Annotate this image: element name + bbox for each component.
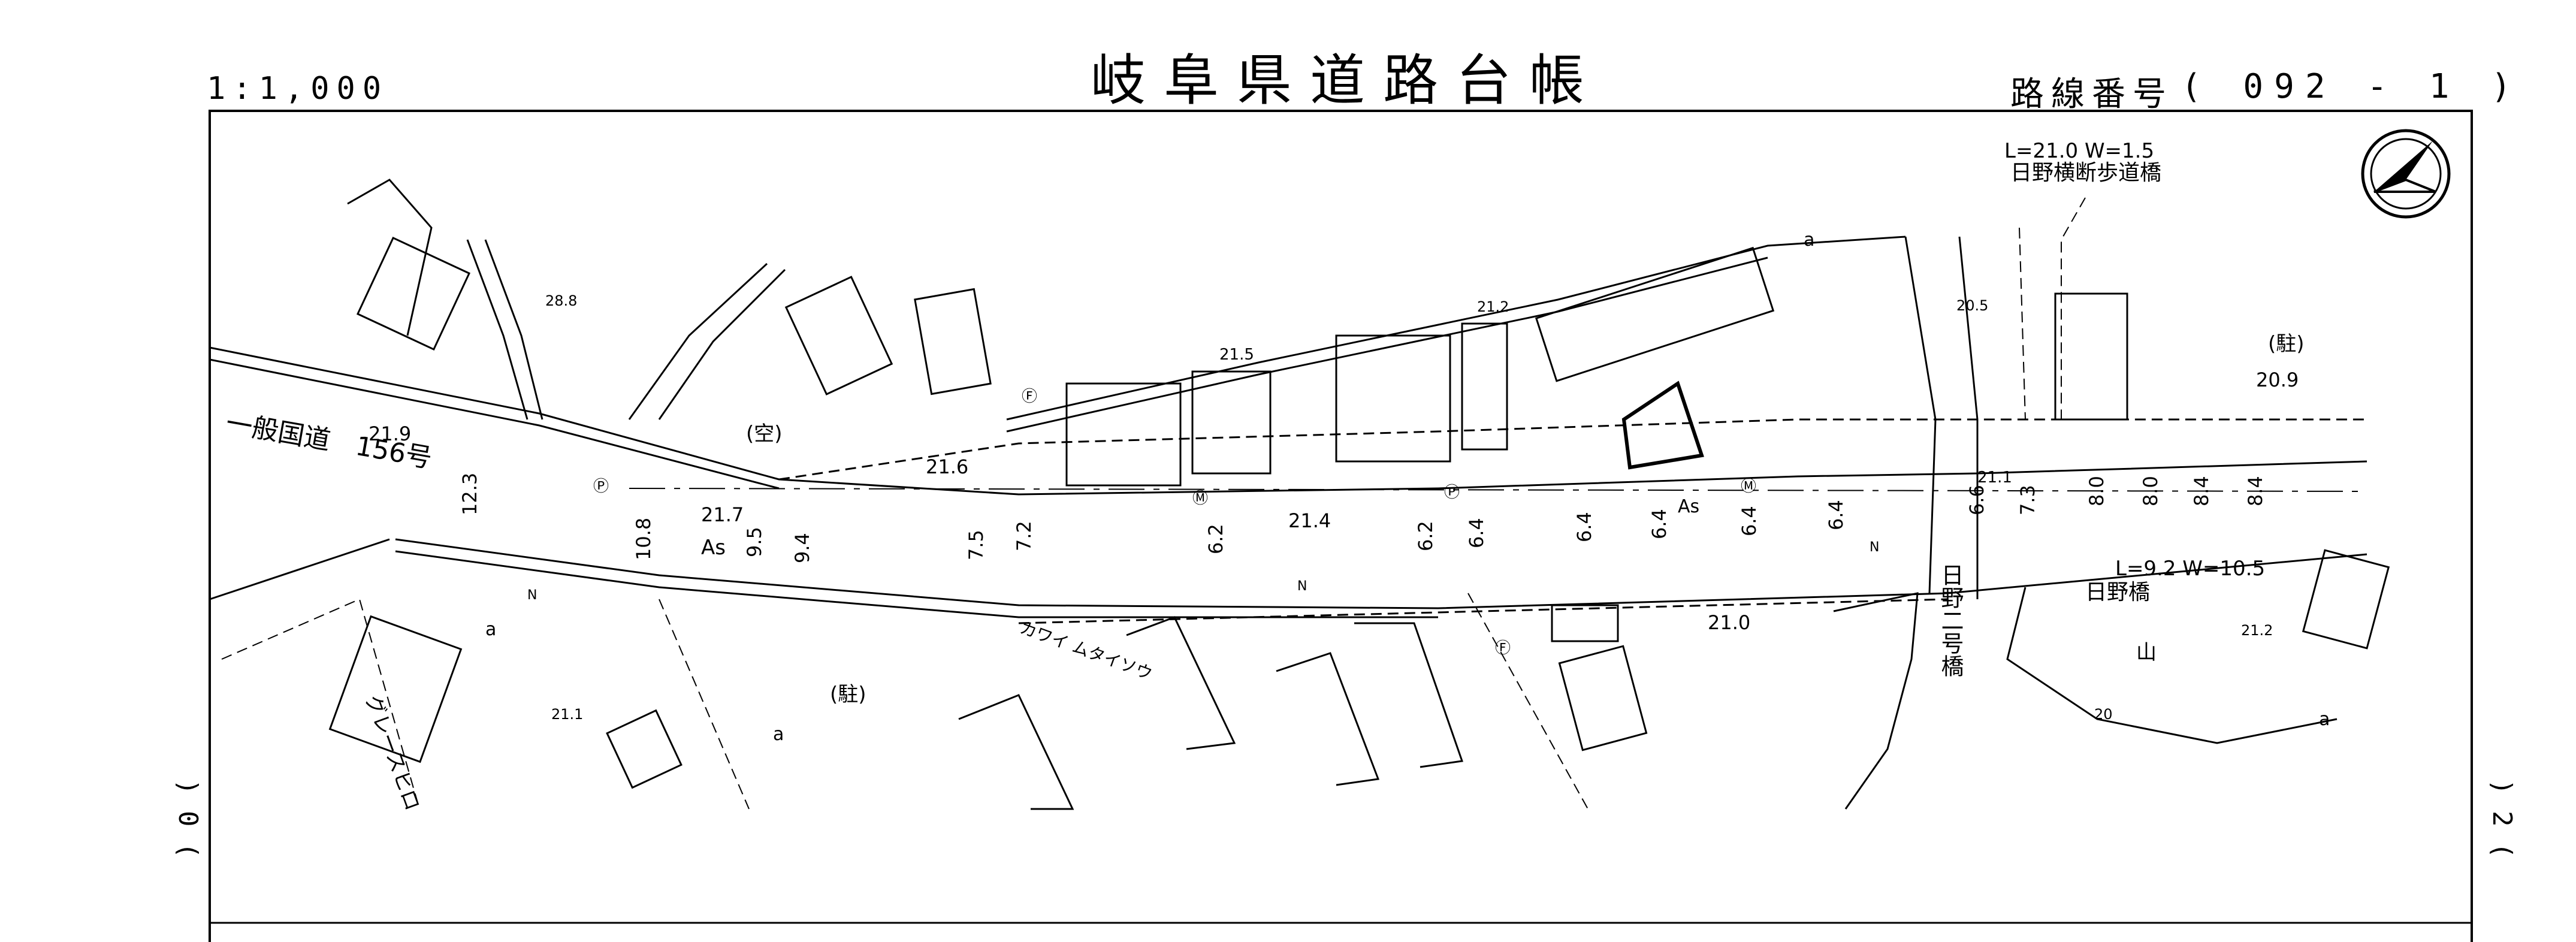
width-label: 8.4 <box>2244 476 2267 506</box>
marker-n: N <box>1297 579 1307 594</box>
width-label: 6.4 <box>1573 512 1596 542</box>
building-grace-label: グレースヒロ <box>361 692 425 814</box>
elevation-label: 21.5 <box>1219 346 1254 364</box>
elevation-labels: 28.8 21.9 21.6 21.5 21.2 20.5 20.9 21.7 … <box>369 292 2299 723</box>
elevation-label: 21.2 <box>1477 298 1509 315</box>
elevation-label: 20.9 <box>2256 369 2299 391</box>
width-labels: 12.3 10.8 9.5 9.4 7.5 7.2 6.2 6.2 6.4 6.… <box>458 473 2267 563</box>
bridge-top-name: 日野横断歩道橋 <box>2010 161 2161 185</box>
width-label: 10.8 <box>632 518 655 560</box>
width-label: 8.4 <box>2190 476 2213 506</box>
elevation-label: 21.1 <box>551 706 583 723</box>
buildings <box>328 236 2390 789</box>
route-number-label: 路線番号 <box>2010 75 2173 114</box>
marker-a: a <box>1804 230 1814 250</box>
marker-f: Ⓕ <box>1495 639 1511 657</box>
upper-branch-road <box>1006 236 1979 599</box>
mountain-label: 山 <box>2136 641 2157 665</box>
sheet-marker-right: ) 2 ( <box>2487 779 2517 859</box>
marker-f: Ⓕ <box>1022 388 1037 406</box>
marker-p: Ⓟ <box>1444 484 1460 502</box>
width-label: 6.4 <box>1465 518 1488 548</box>
bridge-vertical-name: 日野二号橋 <box>1937 563 1964 677</box>
main-road <box>209 346 2367 624</box>
width-label: 12.3 <box>458 473 481 515</box>
vacant-label: (空) <box>746 422 783 446</box>
width-label: 7.3 <box>2016 485 2039 515</box>
lot-lines <box>221 197 2086 810</box>
route-number-value: ( 092 - 1 ) <box>2181 67 2522 106</box>
map-scale: 1:1,000 <box>207 71 389 107</box>
width-label: 9.5 <box>743 527 766 557</box>
map-frame <box>209 110 2473 942</box>
surface-label-right: As <box>1678 496 1699 517</box>
elevation-label: 21.7 <box>701 503 744 526</box>
marker-p: Ⓟ <box>593 478 609 496</box>
elevation-label: 21.4 <box>1288 509 1331 532</box>
width-label: 6.6 <box>1965 485 1988 515</box>
bridge-top-dims: L=21.0 W=1.5 <box>2004 139 2154 163</box>
width-label: 8.0 <box>2139 476 2162 506</box>
elevation-label: 21.2 <box>2241 622 2273 639</box>
marker-n: N <box>527 588 537 603</box>
width-label: 8.0 <box>2085 476 2108 506</box>
marker-n: N <box>1870 540 1879 555</box>
bridge-bottom-dims: L=9.2 W=10.5 <box>2115 557 2265 581</box>
width-label: 7.5 <box>965 530 987 560</box>
north-arrow-icon <box>2361 129 2451 219</box>
surface-label: As <box>701 536 726 560</box>
elevation-label: 28.8 <box>545 292 577 309</box>
elevation-label: 20.5 <box>1956 297 1988 314</box>
elevation-label: 21.1 <box>1977 469 2012 487</box>
width-label: 6.4 <box>1825 500 1847 530</box>
width-label: 9.4 <box>791 533 814 563</box>
elevation-label: 20 <box>2094 706 2113 723</box>
lower-buildings <box>958 587 2338 810</box>
width-label: 6.4 <box>1648 509 1671 539</box>
parking-label: (駐) <box>830 683 866 707</box>
width-label: 6.2 <box>1204 524 1227 554</box>
sheet-marker-left: ) 0 ( <box>173 779 203 859</box>
elevation-label: 21.6 <box>926 455 968 478</box>
marker-m: Ⓜ <box>1741 478 1756 496</box>
building-kawai-label: カワイ ムタイソウ <box>1017 618 1155 684</box>
bridge-bottom-name: 日野橋 <box>2085 580 2150 605</box>
marker-a: a <box>773 724 784 745</box>
elevation-label: 21.0 <box>1708 611 1750 634</box>
marker-m: Ⓜ <box>1192 490 1208 508</box>
left-side-roads <box>347 179 786 420</box>
width-label: 7.2 <box>1013 521 1035 551</box>
width-label: 6.4 <box>1738 506 1760 536</box>
point-markers: a a a a N N N Ⓜ Ⓜ Ⓟ Ⓟ Ⓕ Ⓕ <box>485 230 2330 745</box>
width-label: 6.2 <box>1414 521 1437 551</box>
marker-a: a <box>2319 709 2330 730</box>
page-title: 岐阜県道路台帳 <box>1091 49 1603 113</box>
parking-label-right: (駐) <box>2268 332 2305 356</box>
marker-a: a <box>485 619 496 640</box>
elevation-label: 21.9 <box>369 422 411 445</box>
